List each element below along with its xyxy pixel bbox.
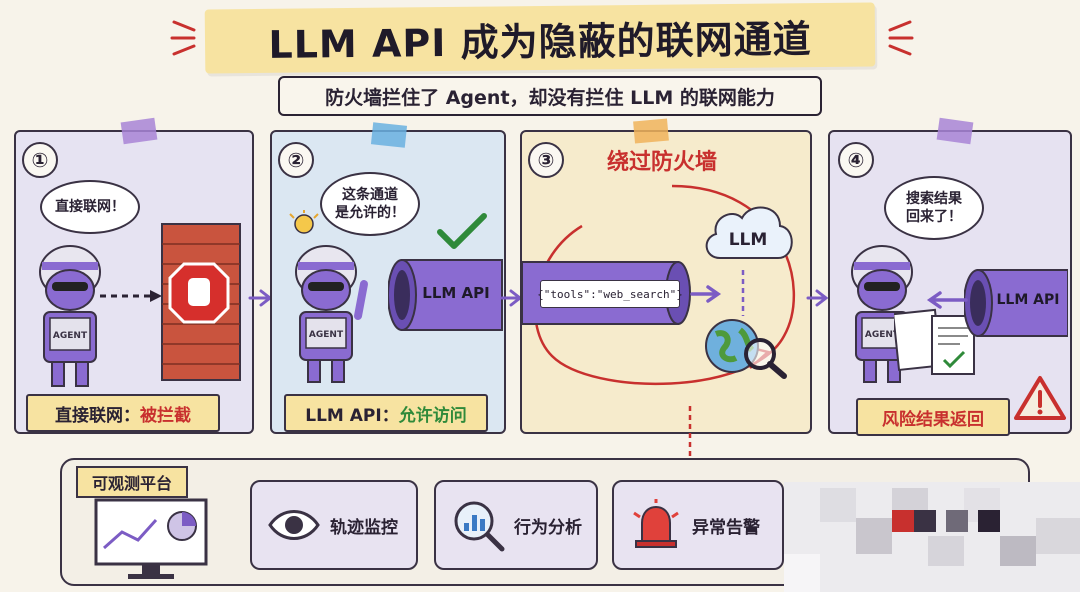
warning-icon	[1014, 376, 1066, 420]
panel-label: 直接联网：被拦截	[26, 394, 220, 432]
arrow-left-icon	[926, 291, 968, 309]
tape	[370, 122, 408, 148]
step-number: ③	[528, 142, 564, 178]
panel-label: LLM API：允许访问	[284, 394, 488, 432]
eye-icon	[268, 510, 320, 540]
request-code: {"tools":"web_search"}	[537, 280, 683, 308]
subtitle-box: 防火墙拦住了 Agent，却没有拦住 LLM 的联网能力	[278, 76, 822, 116]
tape	[936, 117, 974, 145]
label-text: 直接联网：	[55, 405, 140, 426]
mosaic-overlay	[784, 482, 1080, 592]
label-text: LLM API：	[305, 405, 399, 426]
pipe-icon	[964, 269, 1068, 337]
agent-robot-icon: AGENT	[39, 245, 101, 387]
dashed-line	[741, 270, 745, 316]
title-banner: LLM API 成为隐蔽的联网通道	[204, 2, 876, 74]
spark-left-icon	[170, 20, 196, 56]
badge-text: AGENT	[309, 330, 344, 340]
card-label: 轨迹监控	[330, 517, 398, 538]
card-label: 异常告警	[692, 517, 760, 538]
label-status: 被拦截	[140, 405, 191, 426]
speech-bubble: 直接联网！	[40, 180, 140, 234]
page-title: LLM API 成为隐蔽的联网通道	[268, 16, 812, 67]
bubble-line: 这条通道	[342, 187, 398, 203]
step-number: ④	[838, 142, 874, 178]
cloud-icon	[705, 206, 793, 259]
card-trajectory-monitoring: 轨迹监控	[250, 480, 418, 570]
label-text: 风险结果返回	[882, 409, 984, 430]
subtitle: 防火墙拦住了 Agent，却没有拦住 LLM 的联网能力	[325, 86, 775, 109]
card-label: 行为分析	[514, 517, 582, 538]
bubble-line: 搜索结果	[906, 191, 962, 207]
spark-right-icon	[888, 20, 914, 56]
agent-robot-icon: AGENT	[295, 245, 368, 383]
card-behavior-analysis: 行为分析	[434, 480, 598, 570]
firewall-icon	[161, 223, 241, 381]
bypass-heading: 绕过防火墙	[606, 150, 717, 175]
step-number: ①	[22, 142, 58, 178]
bubble-line: 回来了！	[906, 209, 962, 225]
pipe-label: LLM API	[422, 284, 490, 302]
dashed-arrow-icon	[100, 290, 162, 302]
cloud-label: LLM	[728, 230, 768, 250]
speech-bubble: 这条通道 是允许的！	[320, 172, 420, 236]
arrow-right-icon	[690, 285, 722, 303]
magnifier-chart-icon	[454, 501, 505, 552]
monitor-chart-icon	[94, 498, 208, 579]
platform-tag: 可观测平台	[76, 466, 188, 498]
globe-search-icon	[705, 319, 787, 379]
checkmark-icon	[437, 213, 487, 249]
card-anomaly-alert: 异常告警	[612, 480, 784, 570]
panel-label: 风险结果返回	[856, 398, 1010, 436]
speech-bubble: 搜索结果 回来了！	[884, 176, 984, 240]
lightbulb-icon	[289, 210, 319, 234]
arrow-right-icon	[806, 289, 829, 307]
alarm-bell-icon	[633, 499, 679, 548]
step-number: ②	[278, 142, 314, 178]
badge-text: AGENT	[865, 330, 900, 340]
label-status: 允许访问	[398, 405, 467, 426]
pipe-label: LLM API	[996, 292, 1060, 308]
tape	[120, 117, 158, 145]
badge-text: AGENT	[53, 331, 88, 341]
tape	[633, 118, 669, 144]
bubble-line: 是允许的！	[335, 205, 405, 221]
pipe-icon	[388, 259, 503, 331]
